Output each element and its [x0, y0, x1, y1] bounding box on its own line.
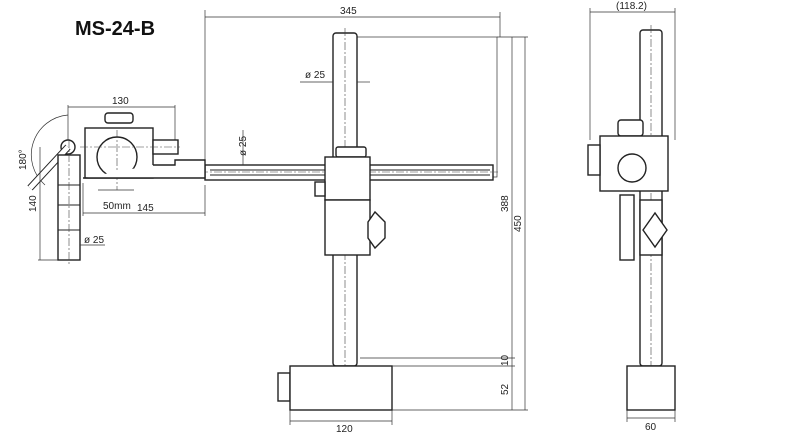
- overall-depth-label: (118.2): [616, 1, 647, 12]
- head-width-label: 130: [112, 96, 129, 107]
- front-view: 345 ø 25 ø 25 120 388: [200, 6, 528, 435]
- base-nub: [277, 372, 291, 402]
- side-knob: [617, 119, 644, 137]
- overall-height-label: 450: [513, 215, 524, 232]
- side-post: [619, 194, 635, 261]
- model-title: MS-24-B: [75, 18, 155, 40]
- dimension-arm-reach: 345: [340, 6, 357, 17]
- base-width-label: 120: [336, 424, 353, 435]
- post-length-label: 140: [28, 195, 39, 212]
- base-gap-label: 10: [500, 354, 511, 366]
- height-to-arm-label: 388: [500, 195, 511, 212]
- side-clamp-knob: [642, 211, 668, 249]
- reach-outline: [356, 36, 498, 178]
- side-base: [626, 365, 676, 411]
- base-height-label: 52: [500, 383, 511, 395]
- side-head-gear: [587, 144, 601, 176]
- pole-diameter-label: ø 25: [305, 70, 325, 81]
- head-detail: 130 180° 50mm 145 140 ø 25: [18, 96, 206, 265]
- head-knob: [104, 112, 134, 124]
- head-length-label: 145: [137, 203, 154, 214]
- travel-label: 50mm: [103, 201, 131, 212]
- lower-clamp-block: [324, 199, 371, 256]
- magnetic-base: [289, 365, 393, 411]
- arm-diameter-label: ø 25: [238, 136, 249, 156]
- side-view: (118.2) 60: [587, 1, 676, 433]
- rotation-label: 180°: [18, 149, 29, 170]
- lower-clamp-knob: [367, 210, 386, 250]
- side-focus-knob: [617, 153, 647, 183]
- upper-clamp-block: [324, 156, 371, 201]
- post-diameter-label: ø 25: [84, 235, 104, 246]
- clamp-screw: [314, 181, 326, 197]
- base-depth-label: 60: [645, 422, 657, 433]
- head-arm-bracket: [83, 159, 206, 179]
- upper-clamp-knob: [335, 146, 367, 158]
